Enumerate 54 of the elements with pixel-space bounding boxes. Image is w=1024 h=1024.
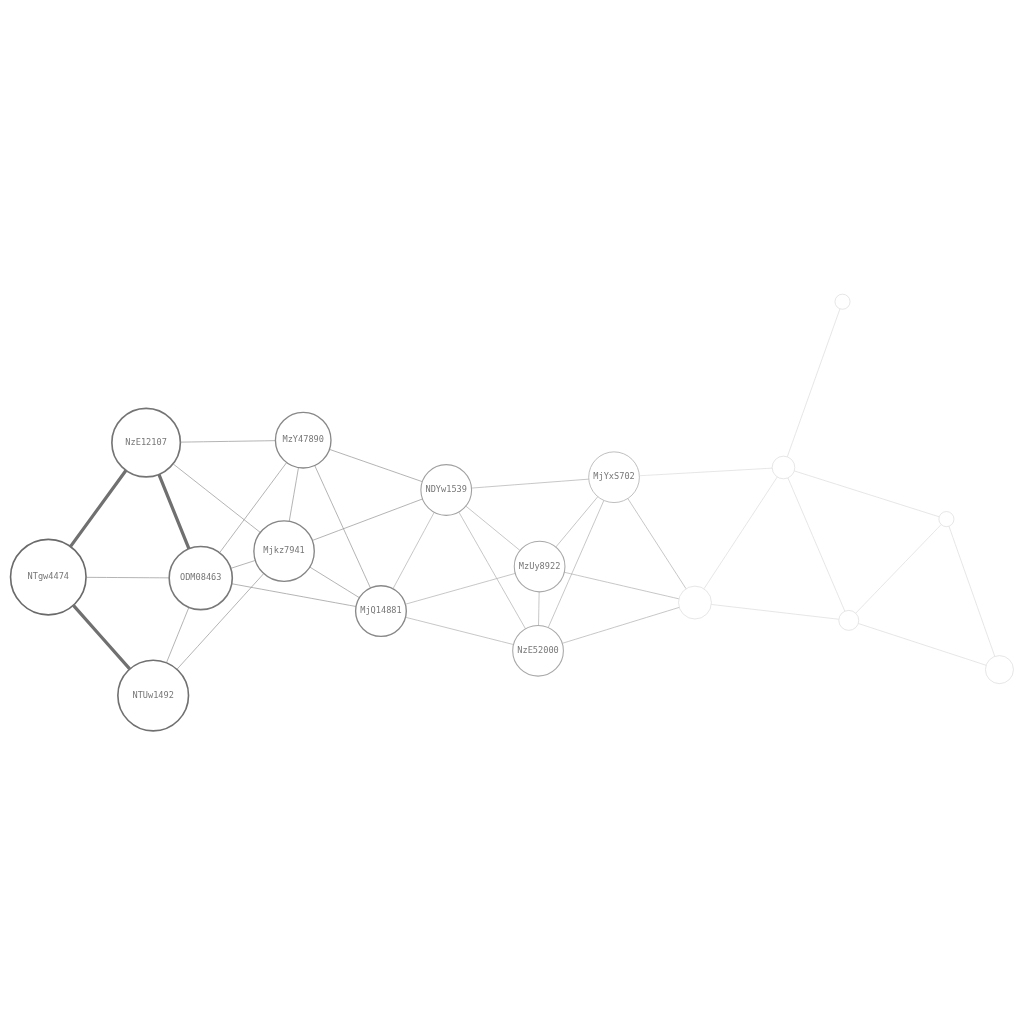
connector <box>166 606 190 663</box>
connector <box>180 439 276 442</box>
connector <box>312 498 423 541</box>
node-circle: Mjkz7941 <box>253 519 315 582</box>
connector <box>465 505 521 551</box>
connector <box>219 461 287 553</box>
node-circle <box>938 510 955 527</box>
connector <box>711 603 839 620</box>
node-circle: MjQ14881 <box>354 584 407 637</box>
connector <box>538 591 540 626</box>
connector <box>176 572 264 670</box>
connector <box>405 572 516 605</box>
connector <box>471 478 590 488</box>
connector <box>329 448 423 482</box>
connector <box>564 571 680 599</box>
node-circle: NzE52000 <box>512 624 564 677</box>
connector <box>858 622 987 666</box>
connector <box>547 499 605 628</box>
connector <box>948 525 996 657</box>
node-circle: NzE12107 <box>111 407 182 478</box>
node-circle <box>771 455 796 479</box>
node-circle <box>678 585 712 619</box>
connector <box>458 511 526 629</box>
connector <box>231 582 357 607</box>
connector <box>555 495 599 547</box>
connector <box>562 606 680 644</box>
node-circle <box>985 654 1014 684</box>
connector <box>230 559 256 569</box>
connector <box>392 511 435 589</box>
connector <box>405 616 514 645</box>
connector <box>72 603 131 670</box>
node-circle: ODM08463 <box>168 545 234 610</box>
node-circle: MzUy8922 <box>513 540 566 592</box>
connector <box>787 308 841 457</box>
connector <box>703 476 778 589</box>
connector <box>157 473 191 549</box>
connector <box>85 576 170 578</box>
node-circle <box>838 609 860 631</box>
connector <box>794 470 940 517</box>
node-circle: NTUw1492 <box>117 658 190 732</box>
connector <box>172 463 261 533</box>
connector <box>787 477 846 611</box>
connector <box>69 469 128 547</box>
connector <box>288 466 299 522</box>
node-circle: MzY47890 <box>274 411 332 469</box>
connector <box>855 523 942 613</box>
node-circle: MjYxS702 <box>588 450 640 503</box>
connector <box>627 497 687 589</box>
connector <box>309 566 360 598</box>
node-circle: NTgw4474 <box>9 538 87 616</box>
connector <box>314 464 371 588</box>
node-circle: NDYw1539 <box>420 463 473 516</box>
connector <box>639 467 773 476</box>
node-circle <box>834 293 851 310</box>
